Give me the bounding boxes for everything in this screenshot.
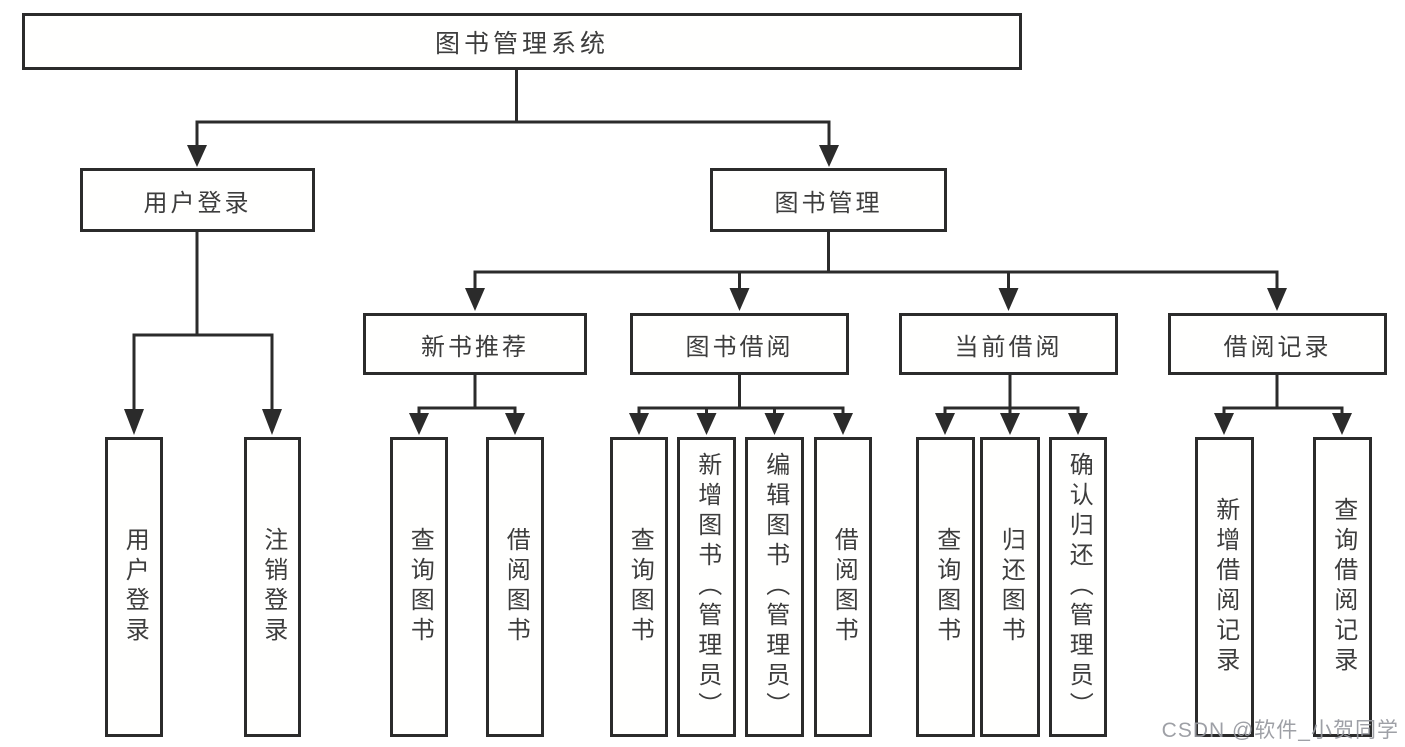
node-label: 新增借阅记录 <box>1211 497 1239 677</box>
node-label: 当前借阅 <box>954 333 1063 361</box>
node-current-borrowing: 当前借阅 <box>899 313 1118 375</box>
node-borrowing-records: 借阅记录 <box>1168 313 1387 375</box>
node-label: 归还图书 <box>997 527 1025 647</box>
leaf-return-book: 归还图书 <box>980 437 1040 737</box>
leaf-add-borrow-record: 新增借阅记录 <box>1195 437 1254 737</box>
node-label: 借阅记录 <box>1223 333 1332 361</box>
node-label: 查询借阅记录 <box>1329 497 1357 677</box>
node-library-management-system: 图书管理系统 <box>22 13 1022 70</box>
leaf-borrow-books-borrowing: 借阅图书 <box>814 437 872 737</box>
leaf-confirm-return-admin: 确认归还（管理员） <box>1049 437 1107 737</box>
node-label: 查询图书 <box>932 527 960 647</box>
leaf-query-books-current: 查询图书 <box>916 437 975 737</box>
node-label: 图书管理系统 <box>434 29 609 58</box>
node-label: 查询图书 <box>626 527 654 647</box>
node-label: 图书管理 <box>774 189 883 217</box>
leaf-edit-book-admin: 编辑图书（管理员） <box>745 437 804 737</box>
node-label: 新书推荐 <box>421 333 529 361</box>
node-label: 查询图书 <box>406 527 434 647</box>
node-label: 确认归还（管理员） <box>1065 452 1093 722</box>
node-label: 借阅图书 <box>830 527 858 647</box>
leaf-logout: 注销登录 <box>244 437 301 737</box>
leaf-borrow-books-recommend: 借阅图书 <box>486 437 544 737</box>
node-label: 图书借阅 <box>685 333 794 361</box>
node-label: 注销登录 <box>259 527 287 647</box>
node-book-borrowing: 图书借阅 <box>630 313 849 375</box>
arrowheads <box>124 145 1352 435</box>
node-label: 新增图书（管理员） <box>693 452 721 722</box>
node-new-book-recommend: 新书推荐 <box>363 313 587 375</box>
connector-stroke-paths <box>132 70 1344 415</box>
node-label: 用户登录 <box>121 527 149 647</box>
node-label: 借阅图书 <box>502 527 530 647</box>
leaf-query-borrow-record: 查询借阅记录 <box>1313 437 1372 737</box>
node-label: 编辑图书（管理员） <box>761 452 789 722</box>
node-book-management: 图书管理 <box>710 168 947 232</box>
node-label: 用户登录 <box>143 189 252 217</box>
leaf-query-books-recommend: 查询图书 <box>390 437 448 737</box>
csdn-watermark: CSDN @软件_小贺同学 <box>1161 719 1399 742</box>
leaf-add-book-admin: 新增图书（管理员） <box>677 437 736 737</box>
leaf-query-books-borrowing: 查询图书 <box>610 437 668 737</box>
node-user-login: 用户登录 <box>80 168 315 232</box>
leaf-user-login: 用户登录 <box>105 437 163 737</box>
